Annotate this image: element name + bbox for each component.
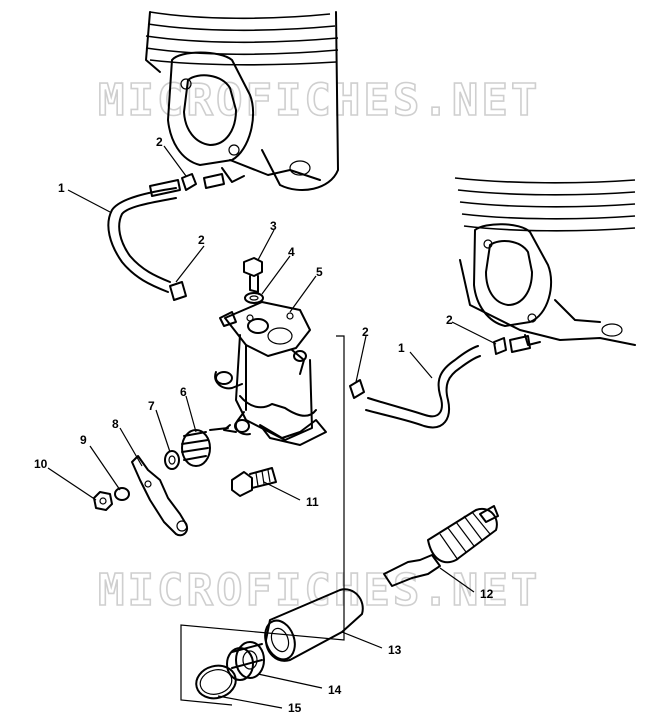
callout-6: 6 [180,385,187,399]
lock-washer [114,487,130,501]
watermark-bottom: MICROFICHES.NET [98,565,540,616]
callout-5: 5 [316,265,323,279]
callout-2-top: 2 [156,135,163,149]
callout-11: 11 [306,495,319,509]
return-spring [181,429,211,467]
flat-washer [164,450,180,470]
callouts: 1 1 2 2 2 2 3 4 5 6 7 8 9 10 11 12 13 14… [34,135,494,715]
callout-2-center: 2 [362,325,369,339]
callout-1-left: 1 [58,181,65,195]
banjo-bolt [243,257,263,293]
hex-nut [93,491,113,511]
callout-14: 14 [328,683,342,697]
callout-12: 12 [480,587,494,601]
left-cylinder [145,11,339,191]
pump-lever [131,455,188,537]
callout-3: 3 [270,219,277,233]
assembly-bracket [180,335,345,706]
callout-13: 13 [388,643,402,657]
hose-clip-top [181,173,225,191]
callout-10: 10 [34,457,48,471]
oil-pump-body [209,301,327,446]
callout-8: 8 [112,417,119,431]
callout-2-left: 2 [198,233,205,247]
hose-clip-right-upper [493,335,531,355]
watermark-top: MICROFICHES.NET [98,75,540,126]
callout-9: 9 [80,433,87,447]
callout-7: 7 [148,399,155,413]
oil-line-right [365,345,481,429]
drive-gear-shaft [383,505,499,587]
mounting-screw [231,467,277,497]
drive-spring [226,641,265,681]
oil-line-left [107,179,181,293]
right-cylinder [454,177,636,346]
o-ring [195,664,237,700]
callout-2-right: 2 [446,313,453,327]
leader-lines [47,145,497,709]
sealing-washer [244,292,264,304]
callout-1-right: 1 [398,341,405,355]
callout-15: 15 [288,701,302,715]
hose-clip-left [169,281,187,301]
hose-clip-right-lower [349,379,365,399]
callout-4: 4 [288,245,295,259]
